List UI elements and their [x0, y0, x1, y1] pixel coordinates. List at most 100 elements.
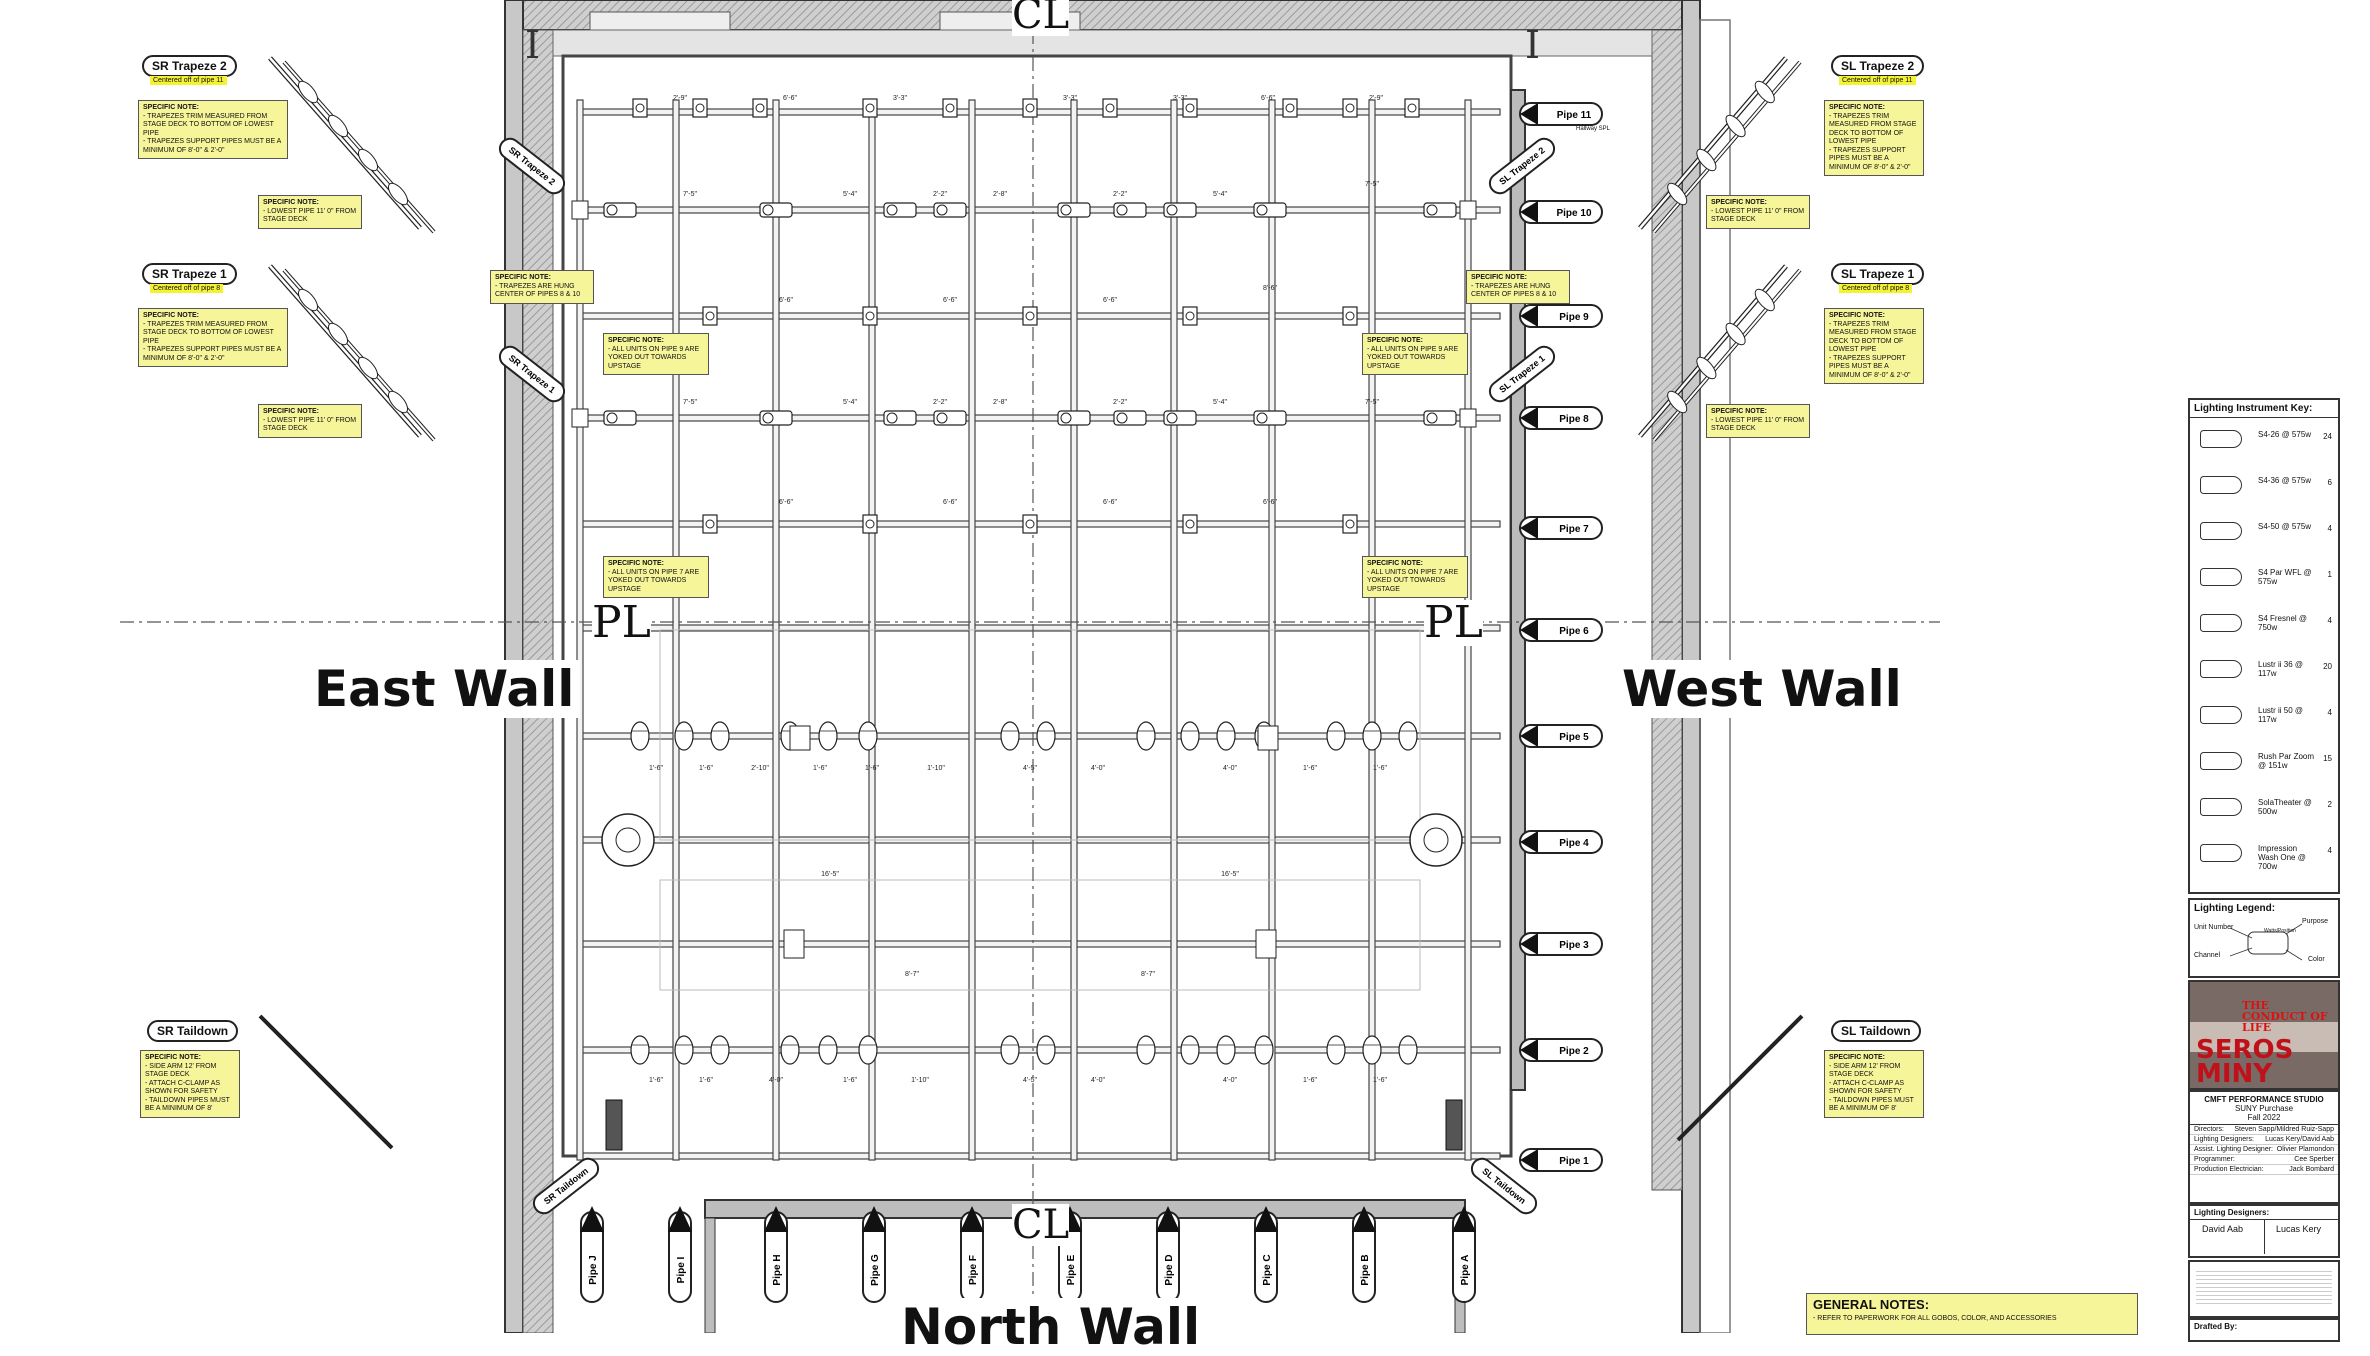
reference-lines	[120, 30, 1940, 1333]
notes-lines	[2196, 1268, 2332, 1306]
dimension-label: 4'-0"	[1091, 765, 1105, 772]
trapeze-fixture	[1667, 390, 1688, 414]
lustr-lens	[1426, 204, 1438, 216]
sr-trapeze-2-title: SR Trapeze 2	[142, 55, 237, 77]
pipe-arrow-label: Pipe 7	[1559, 524, 1589, 535]
instrument-key-icon	[2200, 476, 2242, 494]
pipe-arrow-label: Pipe A	[1460, 1255, 1471, 1286]
pipe-arrow-label: Pipe J	[588, 1255, 599, 1284]
trapeze-layer	[258, 56, 1804, 1150]
note-body: - TRAPEZES ARE HUNG CENTER OF PIPES 8 & …	[1471, 282, 1557, 299]
instrument-key-icon	[2200, 798, 2242, 816]
note-sl1-lowest: SPECIFIC NOTE:- LOWEST PIPE 11' 0" FROM …	[1706, 404, 1810, 438]
dimension-label: 2'-9"	[1369, 95, 1383, 102]
rush-par-lens	[755, 103, 765, 113]
dimension-label: 7'-5"	[683, 399, 697, 406]
dimension-label: 1'-6"	[1303, 1077, 1317, 1084]
dimension-label: 4'-5"	[1023, 1077, 1037, 1084]
note-title: SPECIFIC NOTE:	[1829, 312, 1886, 319]
instrument-key-label: S4-26 @ 575w	[2258, 430, 2312, 439]
title-block-key: Lighting Designers:	[2194, 1136, 2254, 1143]
trapeze-fixture	[1754, 288, 1775, 312]
dimension-label: 1'-6"	[649, 1077, 663, 1084]
designers-title: Lighting Designers:	[2190, 1206, 2338, 1220]
trapeze-fixture	[327, 322, 349, 346]
note-body: - TRAPEZES TRIM MEASURED FROM STAGE DECK…	[1829, 112, 1917, 171]
lustr-lens	[1256, 204, 1268, 216]
seating-outline	[659, 879, 1421, 991]
pipe-arrow-head	[1254, 1206, 1278, 1232]
rush-par-lens	[1407, 103, 1417, 113]
title-block-value: Olivier Plamondon	[2276, 1146, 2334, 1153]
dimension-label: 3'-3"	[1063, 95, 1077, 102]
note-title: SPECIFIC NOTE:	[1367, 337, 1424, 344]
plaster-line-left: PL	[592, 597, 651, 648]
dimension-label: 16'-5"	[1221, 871, 1239, 878]
dimension-label: 4'-0"	[1223, 1077, 1237, 1084]
note-sr2-lowest: SPECIFIC NOTE:- LOWEST PIPE 11' 0" FROM …	[258, 195, 362, 229]
note-pipe7-right: SPECIFIC NOTE:- ALL UNITS ON PIPE 7 ARE …	[1362, 556, 1468, 598]
pipe-batten-row	[579, 414, 1501, 422]
dimension-label: 8'-7"	[905, 971, 919, 978]
note-body: - ALL UNITS ON PIPE 9 ARE YOKED OUT TOWA…	[608, 345, 700, 370]
instrument-key-label: Impression Wash One @ 700w	[2258, 844, 2306, 871]
dimension-label: 1'-6"	[1373, 1077, 1387, 1084]
rush-par-lens	[705, 519, 715, 529]
note-body: - TRAPEZES ARE HUNG CENTER OF PIPES 8 & …	[495, 282, 581, 299]
pipe-arrow-right: Pipe 9	[1519, 304, 1603, 328]
building-walls: I I	[504, 0, 1731, 1333]
pipe-arrow-right: Pipe 4	[1519, 830, 1603, 854]
trapeze-arrow-pill	[498, 137, 566, 195]
title-studio: CMFT PERFORMANCE STUDIO	[2204, 1095, 2324, 1104]
batten-grid: 2'-9"6'-6"3'-3"3'-3"3'-3"6'-6"2'-9"7'-5"…	[576, 95, 1501, 1161]
note-title: SPECIFIC NOTE:	[1711, 199, 1768, 206]
note-sl-taildown: SPECIFIC NOTE:- SIDE ARM 12' FROM STAGE …	[1824, 1050, 1924, 1118]
ellipsoidal-fixture	[1036, 721, 1056, 751]
trapeze-pipe-inner	[1653, 61, 1801, 233]
legend-unit-number: Unit Number	[2194, 924, 2234, 931]
title-block-key: Production Electrician:	[2194, 1166, 2264, 1173]
pipe-arrow-label: Pipe E	[1066, 1254, 1077, 1285]
rush-par-lens	[865, 311, 875, 321]
show-art-mid	[2190, 1022, 2338, 1052]
rush-par-lens	[1345, 519, 1355, 529]
taildown-pipe	[1676, 1014, 1804, 1142]
general-notes: GENERAL NOTES: - REFER TO PAPERWORK FOR …	[1806, 1293, 2138, 1335]
pipe-arrow-head	[1156, 1206, 1180, 1232]
dimension-label: 5'-4"	[843, 191, 857, 198]
dimension-label: 8'-7"	[1141, 971, 1155, 978]
ellipsoidal-fixture	[858, 1035, 878, 1065]
instrument-key-count: 4	[2327, 846, 2332, 855]
drafted-by-block: Drafted By:	[2188, 1318, 2340, 1342]
note-title: SPECIFIC NOTE:	[1711, 408, 1768, 415]
dimension-label: 4'-0"	[1223, 765, 1237, 772]
note-body: - ALL UNITS ON PIPE 7 ARE YOKED OUT TOWA…	[608, 568, 700, 593]
note-title: SPECIFIC NOTE:	[263, 199, 320, 206]
pipe-arrow-head	[1520, 619, 1538, 641]
pipe-arrow-right: Pipe 3	[1519, 932, 1603, 956]
show-art: THE CONDUCT OF LIFE SEROS MINY	[2188, 980, 2340, 1090]
ellipsoidal-fixture	[1216, 1035, 1236, 1065]
lustr-lens	[1166, 204, 1178, 216]
pipe-arrow-head	[1520, 407, 1538, 429]
trapeze-fixture	[571, 408, 589, 428]
pipe-arrow-label: Pipe 10	[1556, 208, 1591, 219]
drafted-by: Drafted By:	[2194, 1322, 2238, 1331]
title-block-key: Programmer:	[2194, 1156, 2235, 1163]
pipe-arrow-right: Pipe 5	[1519, 724, 1603, 748]
pipe-arrow-head	[580, 1206, 604, 1232]
pipe-batten-row	[579, 940, 1501, 948]
pipe-arrow-label: Pipe G	[870, 1254, 881, 1286]
title-term: Fall 2022	[2190, 1113, 2338, 1125]
pipe-arrow-head	[1520, 517, 1538, 539]
trapeze-fixture	[327, 114, 349, 138]
title-block-key: Assist. Lighting Designer:	[2194, 1146, 2273, 1153]
pipe-arrow-right: Pipe 11	[1519, 102, 1603, 126]
ellipsoidal-fixture	[1036, 1035, 1056, 1065]
ellipsoidal-fixture	[1136, 1035, 1156, 1065]
instrument-key-icon	[2200, 522, 2242, 540]
dimension-label: 1'-6"	[813, 765, 827, 772]
